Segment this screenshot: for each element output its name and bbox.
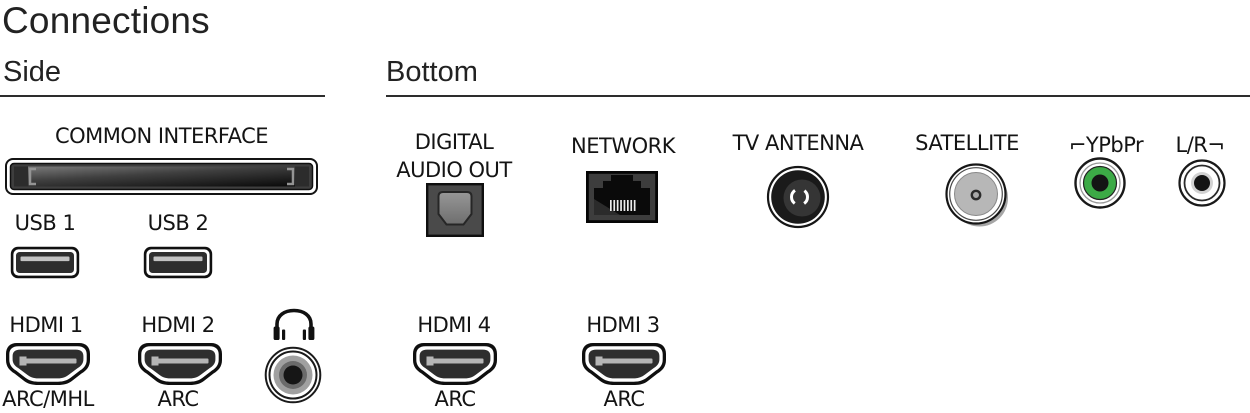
usb2-label: USB 2 [147, 211, 209, 235]
digital-audio-out-port-icon [426, 183, 484, 237]
hdmi3-label: HDMI 3 [586, 313, 660, 337]
digital-audio-out-label-line1: DIGITAL [414, 130, 494, 154]
hdmi1-arc-mhl-label: ARC/MHL [2, 387, 94, 411]
section-heading-bottom: Bottom [386, 56, 478, 88]
page-title: Connections [2, 0, 210, 41]
network-label: NETWORK [571, 134, 675, 158]
tv-antenna-label: TV ANTENNA [732, 131, 864, 155]
hdmi2-label: HDMI 2 [141, 313, 215, 337]
common-interface-label: COMMON INTERFACE [54, 124, 269, 148]
satellite-label: SATELLITE [915, 131, 1019, 155]
hdmi2-arc-label: ARC [157, 387, 199, 411]
hdmi4-label: HDMI 4 [417, 313, 491, 337]
hdmi2-port-icon [138, 343, 222, 385]
audio-lr-label: L/R¬ [1175, 133, 1225, 157]
hdmi1-label: HDMI 1 [9, 313, 83, 337]
ypbpr-label: ⌐YPbPr [1068, 133, 1144, 157]
headphone-jack-icon [264, 346, 322, 404]
usb1-port-icon [10, 246, 80, 279]
usb2-port-icon [143, 246, 213, 279]
usb1-label: USB 1 [14, 211, 76, 235]
hdmi4-arc-label: ARC [434, 387, 476, 411]
hdmi1-port-icon [6, 343, 90, 385]
satellite-port-icon [944, 162, 1012, 230]
digital-audio-out-label: DIGITAL AUDIO OUT [388, 128, 520, 184]
side-section-rule [0, 95, 325, 97]
digital-audio-out-label-line2: AUDIO OUT [396, 158, 512, 182]
headphones-icon [270, 308, 318, 342]
audio-lr-jack-icon [1178, 159, 1226, 207]
bottom-section-rule [386, 95, 1250, 97]
hdmi4-port-icon [413, 343, 497, 385]
hdmi3-arc-label: ARC [603, 387, 645, 411]
network-port-icon [585, 170, 658, 224]
section-heading-side: Side [3, 56, 62, 88]
ypbpr-jack-icon [1074, 157, 1126, 209]
hdmi3-port-icon [582, 343, 666, 385]
common-interface-slot-icon [5, 158, 318, 195]
tv-antenna-port-icon [766, 165, 830, 229]
